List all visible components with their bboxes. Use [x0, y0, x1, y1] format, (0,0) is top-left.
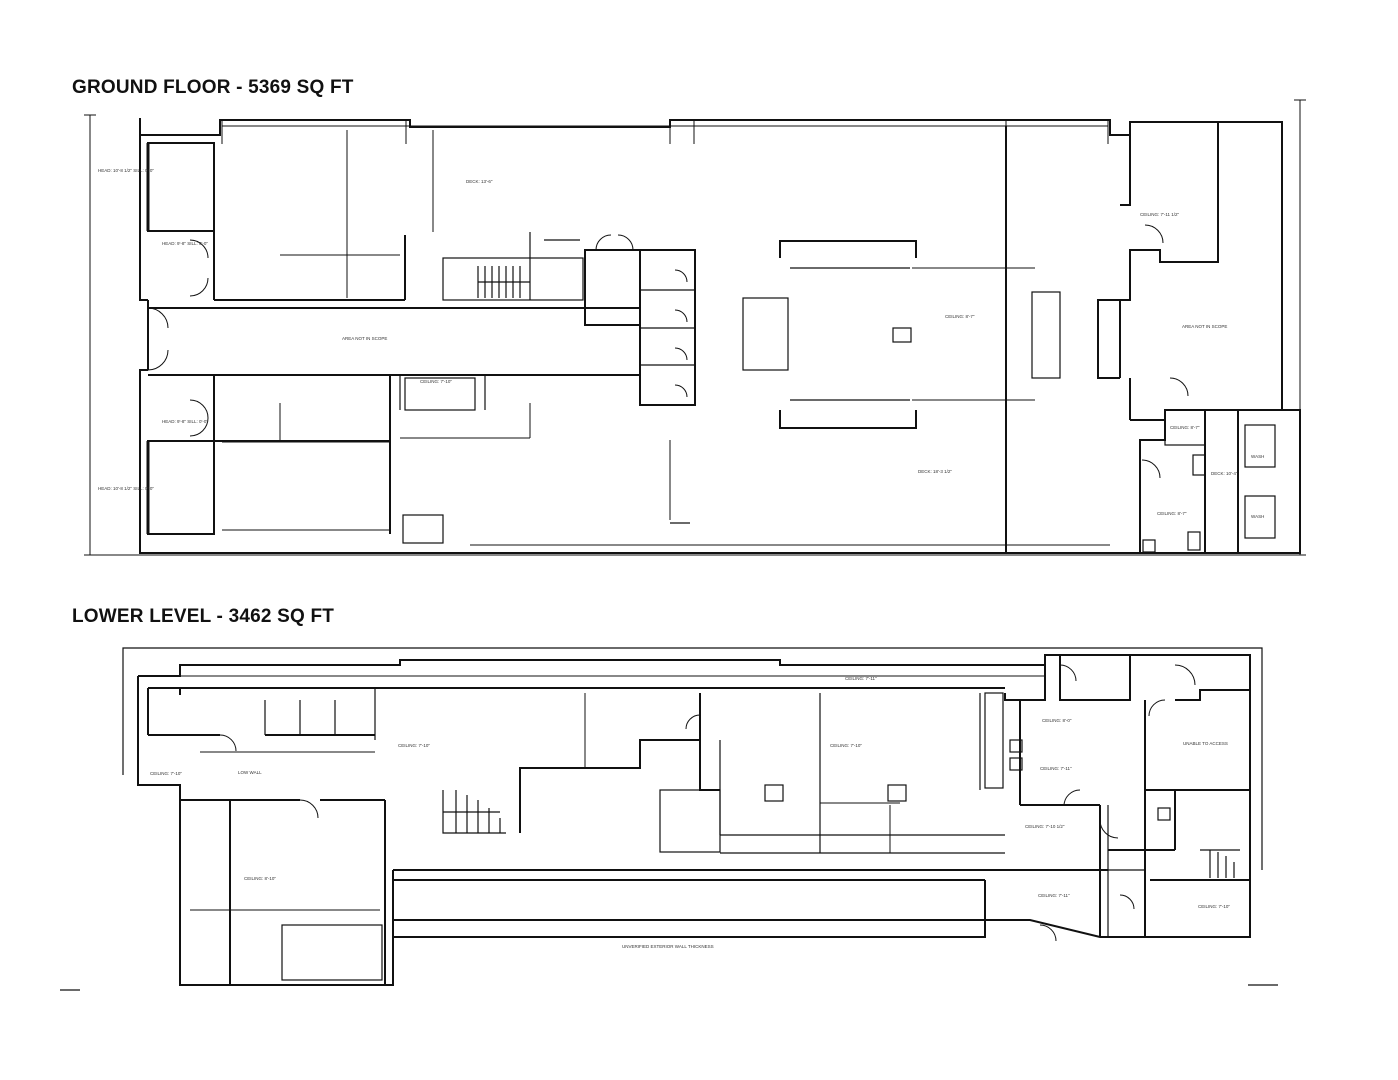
- room-label: DECK: 10'-4": [1211, 471, 1238, 476]
- room-label: CEILING: 8'-7": [1157, 511, 1187, 516]
- lower-stairs: [442, 790, 506, 834]
- lower-level-plan: CEILING: 7'-10" CEILING: 7'-10" CEILING:…: [60, 647, 1278, 991]
- room-label: CEILING: 7'-11": [845, 676, 877, 681]
- room-label: CEILING: 8'-7": [1170, 425, 1200, 430]
- ground-floor-title: GROUND FLOOR - 5369 SQ FT: [72, 77, 354, 98]
- lower-right-stairs: [1200, 849, 1240, 878]
- ground-stairs: [477, 266, 530, 298]
- room-label: CEILING: 8'-0": [1042, 718, 1072, 723]
- room-label: WASH: [1251, 454, 1264, 459]
- room-label: DECK: 18'-3 1/2": [918, 469, 952, 474]
- lower-level-room-labels: CEILING: 7'-10" CEILING: 7'-10" CEILING:…: [150, 676, 1230, 949]
- room-label: CEILING: 7'-11": [1038, 893, 1070, 898]
- ground-floor-plan: DECK: 13'-6" AREA NOT IN SCOPE CEILING: …: [84, 99, 1306, 556]
- room-label: CEILING: 7'-10 1/2": [1025, 824, 1065, 829]
- room-label: HEAD: 9'-8" SILL: 0'-0": [162, 241, 208, 246]
- ground-floor-doors: [147, 224, 1189, 479]
- lower-level-doors: [219, 664, 1196, 942]
- room-label: CEILING: 8'-7": [945, 314, 975, 319]
- room-label: LOW WALL: [238, 770, 262, 775]
- lower-level-exterior-walls: [137, 654, 1251, 986]
- ground-floor-room-labels: DECK: 13'-6" AREA NOT IN SCOPE CEILING: …: [98, 168, 1264, 519]
- room-label: AREA NOT IN SCOPE: [1182, 324, 1227, 329]
- room-label: CEILING: 8'-10": [244, 876, 276, 881]
- lower-level-frame: [60, 647, 1278, 991]
- room-label: CEILING: 7'-10": [398, 743, 430, 748]
- ground-floor-interior-walls: [146, 122, 1276, 553]
- room-label: CEILING: 7'-10": [1198, 904, 1230, 909]
- room-label: HEAD: 10'-8 1/2" SILL: 0'-0": [98, 486, 154, 491]
- room-label: CEILING: 7'-11": [1040, 766, 1072, 771]
- room-label: AREA NOT IN SCOPE: [342, 336, 387, 341]
- room-label: CEILING: 7'-10": [150, 771, 182, 776]
- ground-floor-dimensions: [84, 99, 1306, 556]
- room-label: DECK: 13'-6": [466, 179, 493, 184]
- room-label: UNABLE TO ACCESS: [1183, 741, 1228, 746]
- lower-level-title: LOWER LEVEL - 3462 SQ FT: [72, 606, 335, 627]
- room-label: HEAD: 10'-8 1/2" SILL: 0'-0": [98, 168, 154, 173]
- room-label: HEAD: 9'-8" SILL: 0'-0": [162, 419, 208, 424]
- room-label: UNVERIFIED EXTERIOR WALL THICKNESS: [622, 944, 714, 949]
- room-label: CEILING: 7'-11 1/2": [1140, 212, 1180, 217]
- room-label: CEILING: 7'-10": [830, 743, 862, 748]
- room-label: CEILING: 7'-10": [420, 379, 452, 384]
- ground-floor-exterior-walls: [139, 118, 1301, 554]
- room-label: WASH: [1251, 514, 1264, 519]
- lower-level-interior-walls: [147, 655, 1250, 985]
